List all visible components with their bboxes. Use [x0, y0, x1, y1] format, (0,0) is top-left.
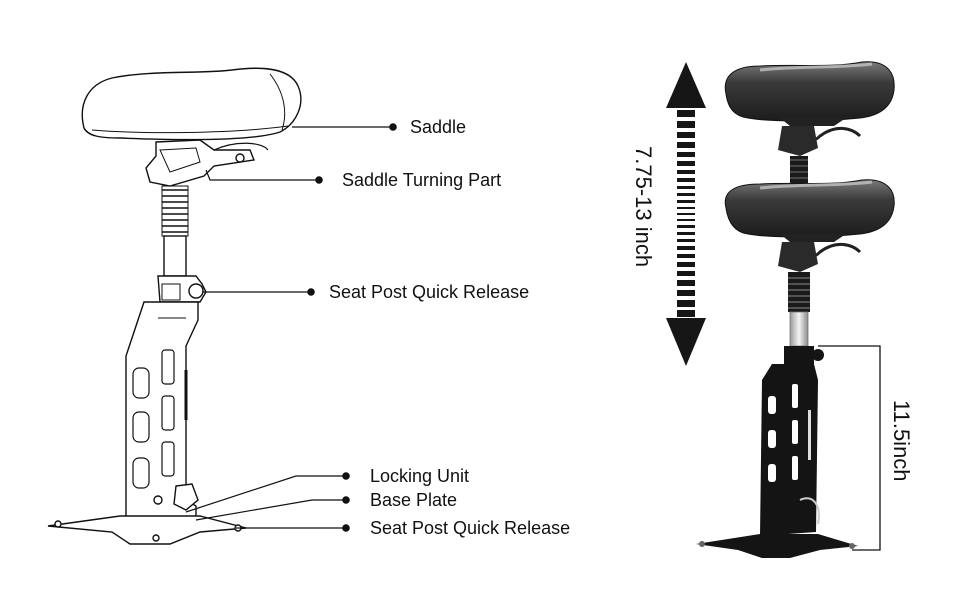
label-saddle-turning-part: Saddle Turning Part [342, 170, 501, 190]
range-arrow-shaft [677, 110, 695, 317]
leader-locking-unit [186, 476, 344, 512]
sketch-seat-assembly [48, 68, 301, 544]
range-arrow-up-head [666, 62, 706, 108]
label-seat-post-quick-release-bottom: Seat Post Quick Release [370, 518, 570, 538]
photo-saddle-lowered [725, 180, 894, 272]
photo-quick-release [784, 346, 814, 364]
sketch-saddle-turning-part [146, 140, 254, 186]
label-seat-post-quick-release: Seat Post Quick Release [329, 282, 529, 302]
post-height-bracket [818, 346, 880, 550]
range-arrow-down-head [666, 318, 706, 366]
label-locking-unit: Locking Unit [370, 466, 469, 486]
label-post-height: 11.5inch [888, 400, 914, 482]
label-saddle: Saddle [410, 117, 466, 137]
range-arrow [666, 62, 706, 366]
photo-saddle-raised [725, 62, 894, 186]
photo-base-plate [696, 534, 858, 558]
label-adjust-range: 7.75-13 inch [630, 146, 656, 267]
sketch-spring [162, 186, 188, 236]
sketch-base-plate [48, 516, 246, 544]
photo-spring [788, 272, 810, 312]
leader-base-plate [196, 500, 344, 520]
sketch-inner-post [164, 236, 186, 276]
sketch-saddle [82, 68, 301, 139]
photo-chrome-post [790, 312, 808, 346]
photo-seat-assembly [696, 62, 894, 558]
leader-saddle-turning-part [206, 170, 318, 180]
label-base-plate: Base Plate [370, 490, 457, 510]
